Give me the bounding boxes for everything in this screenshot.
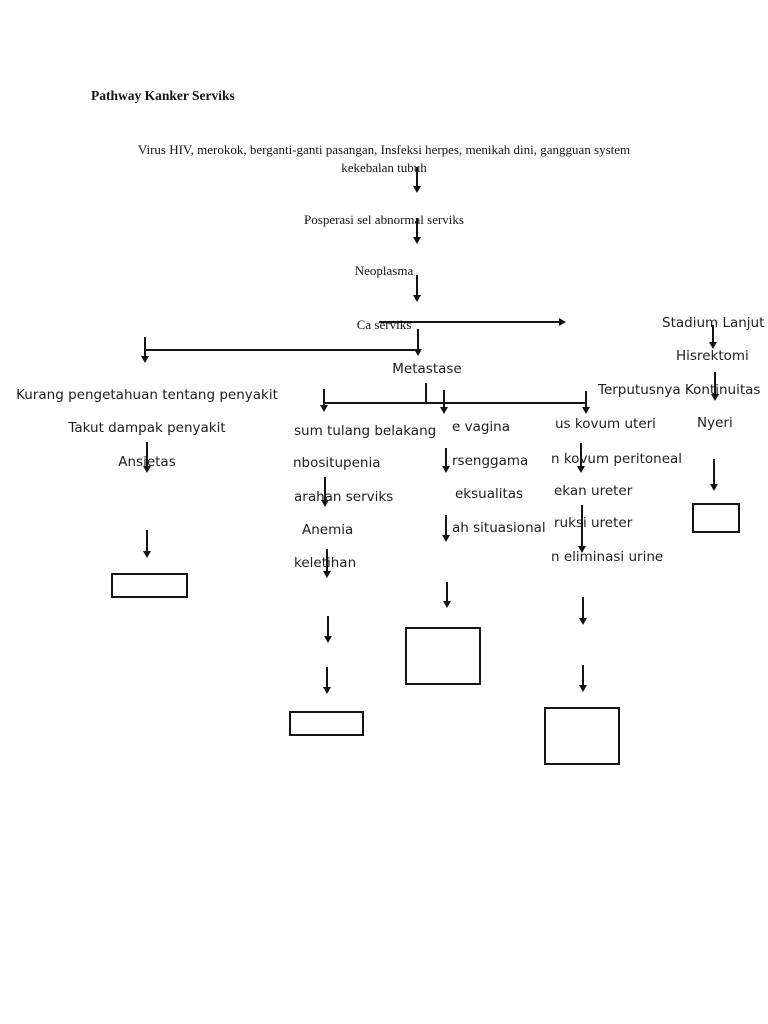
node-ansietas: Ansietas — [118, 454, 176, 470]
connector-line-metastase-branch — [323, 402, 586, 404]
node-perdarahan-serviks: arahan serviks — [294, 489, 394, 505]
node-kurang-pengetahuan: Kurang pengetahuan tentang penyakit — [16, 387, 278, 403]
node-posperasi: Posperasi sel abnormal serviks — [304, 212, 464, 227]
outcome-box-vagina — [405, 627, 481, 685]
arrow-down — [439, 390, 448, 414]
node-stadium-lanjut: Stadium Lanjut — [662, 315, 765, 331]
node-sumsum-tulang: sum tulang belakang — [294, 423, 437, 439]
page-title: Pathway Kanker Serviks — [91, 88, 235, 103]
arrow-down — [142, 442, 151, 473]
arrow-down — [708, 325, 717, 349]
risk-factors-text: Virus HIV, merokok, berganti-ganti pasan… — [0, 142, 768, 175]
arrow-down — [323, 616, 332, 643]
arrow-down — [581, 391, 590, 414]
node-ke-vagina: e vagina — [452, 419, 511, 435]
arrow-down — [142, 530, 151, 558]
node-obstruksi-ureter: ruksi ureter — [554, 515, 633, 531]
arrow-down — [709, 459, 718, 491]
node-kovum-uteri: us kovum uteri — [555, 416, 656, 432]
arrow-down — [578, 665, 587, 692]
arrow-down — [710, 372, 719, 401]
arrow-down — [412, 167, 421, 193]
arrow-down — [320, 477, 329, 507]
arrow-down — [577, 505, 586, 553]
node-nyeri: Nyeri — [697, 415, 733, 431]
node-anemia: Anemia — [302, 522, 354, 538]
node-eliminasi-urine: n eliminasi urine — [551, 549, 664, 565]
node-menekan-ureter: ekan ureter — [554, 483, 633, 499]
outcome-box-keletihan — [289, 711, 364, 736]
node-senggama: rsenggama — [452, 453, 529, 469]
node-takut-dampak: Takut dampak penyakit — [68, 420, 226, 436]
arrow-down — [412, 218, 421, 244]
arrow-down — [576, 443, 585, 473]
arrow-down — [412, 275, 421, 302]
node-terputusnya-kontinuitas: Terputusnya Kontinuitas — [598, 382, 761, 398]
outcome-box-ansietas — [111, 573, 188, 598]
node-situasional: ah situasional — [452, 520, 546, 536]
connector-line-left-branch — [145, 349, 418, 351]
arrow-down — [319, 389, 328, 412]
arrow-down — [441, 448, 450, 473]
outcome-box-nyeri — [692, 503, 740, 533]
arrow-down — [441, 515, 450, 542]
node-trombositopenia: nbositupenia — [293, 455, 381, 471]
node-ca-serviks: Ca serviks — [356, 317, 412, 332]
node-keletihan: keletihan — [294, 555, 357, 571]
risk-factors-line2: kekebalan tubuh — [341, 160, 427, 175]
node-metastase: Metastase — [392, 361, 462, 377]
arrow-down — [322, 549, 331, 578]
node-neoplasma: Neoplasma — [354, 263, 414, 278]
arrow-down — [413, 329, 422, 356]
arrow-down — [322, 667, 331, 694]
arrow-right-to-stadium-lanjut — [379, 317, 566, 326]
arrow-down — [140, 337, 149, 363]
connector-line — [425, 383, 427, 403]
arrow-down — [578, 597, 587, 625]
node-kovum-peritoneal: n kovum peritoneal — [551, 451, 683, 467]
node-hisrektomi: Hisrektomi — [676, 348, 749, 364]
outcome-box-urine — [544, 707, 620, 765]
arrow-down — [442, 582, 451, 608]
node-seksualitas: eksualitas — [455, 486, 524, 502]
risk-factors-line1: Virus HIV, merokok, berganti-ganti pasan… — [137, 142, 631, 157]
